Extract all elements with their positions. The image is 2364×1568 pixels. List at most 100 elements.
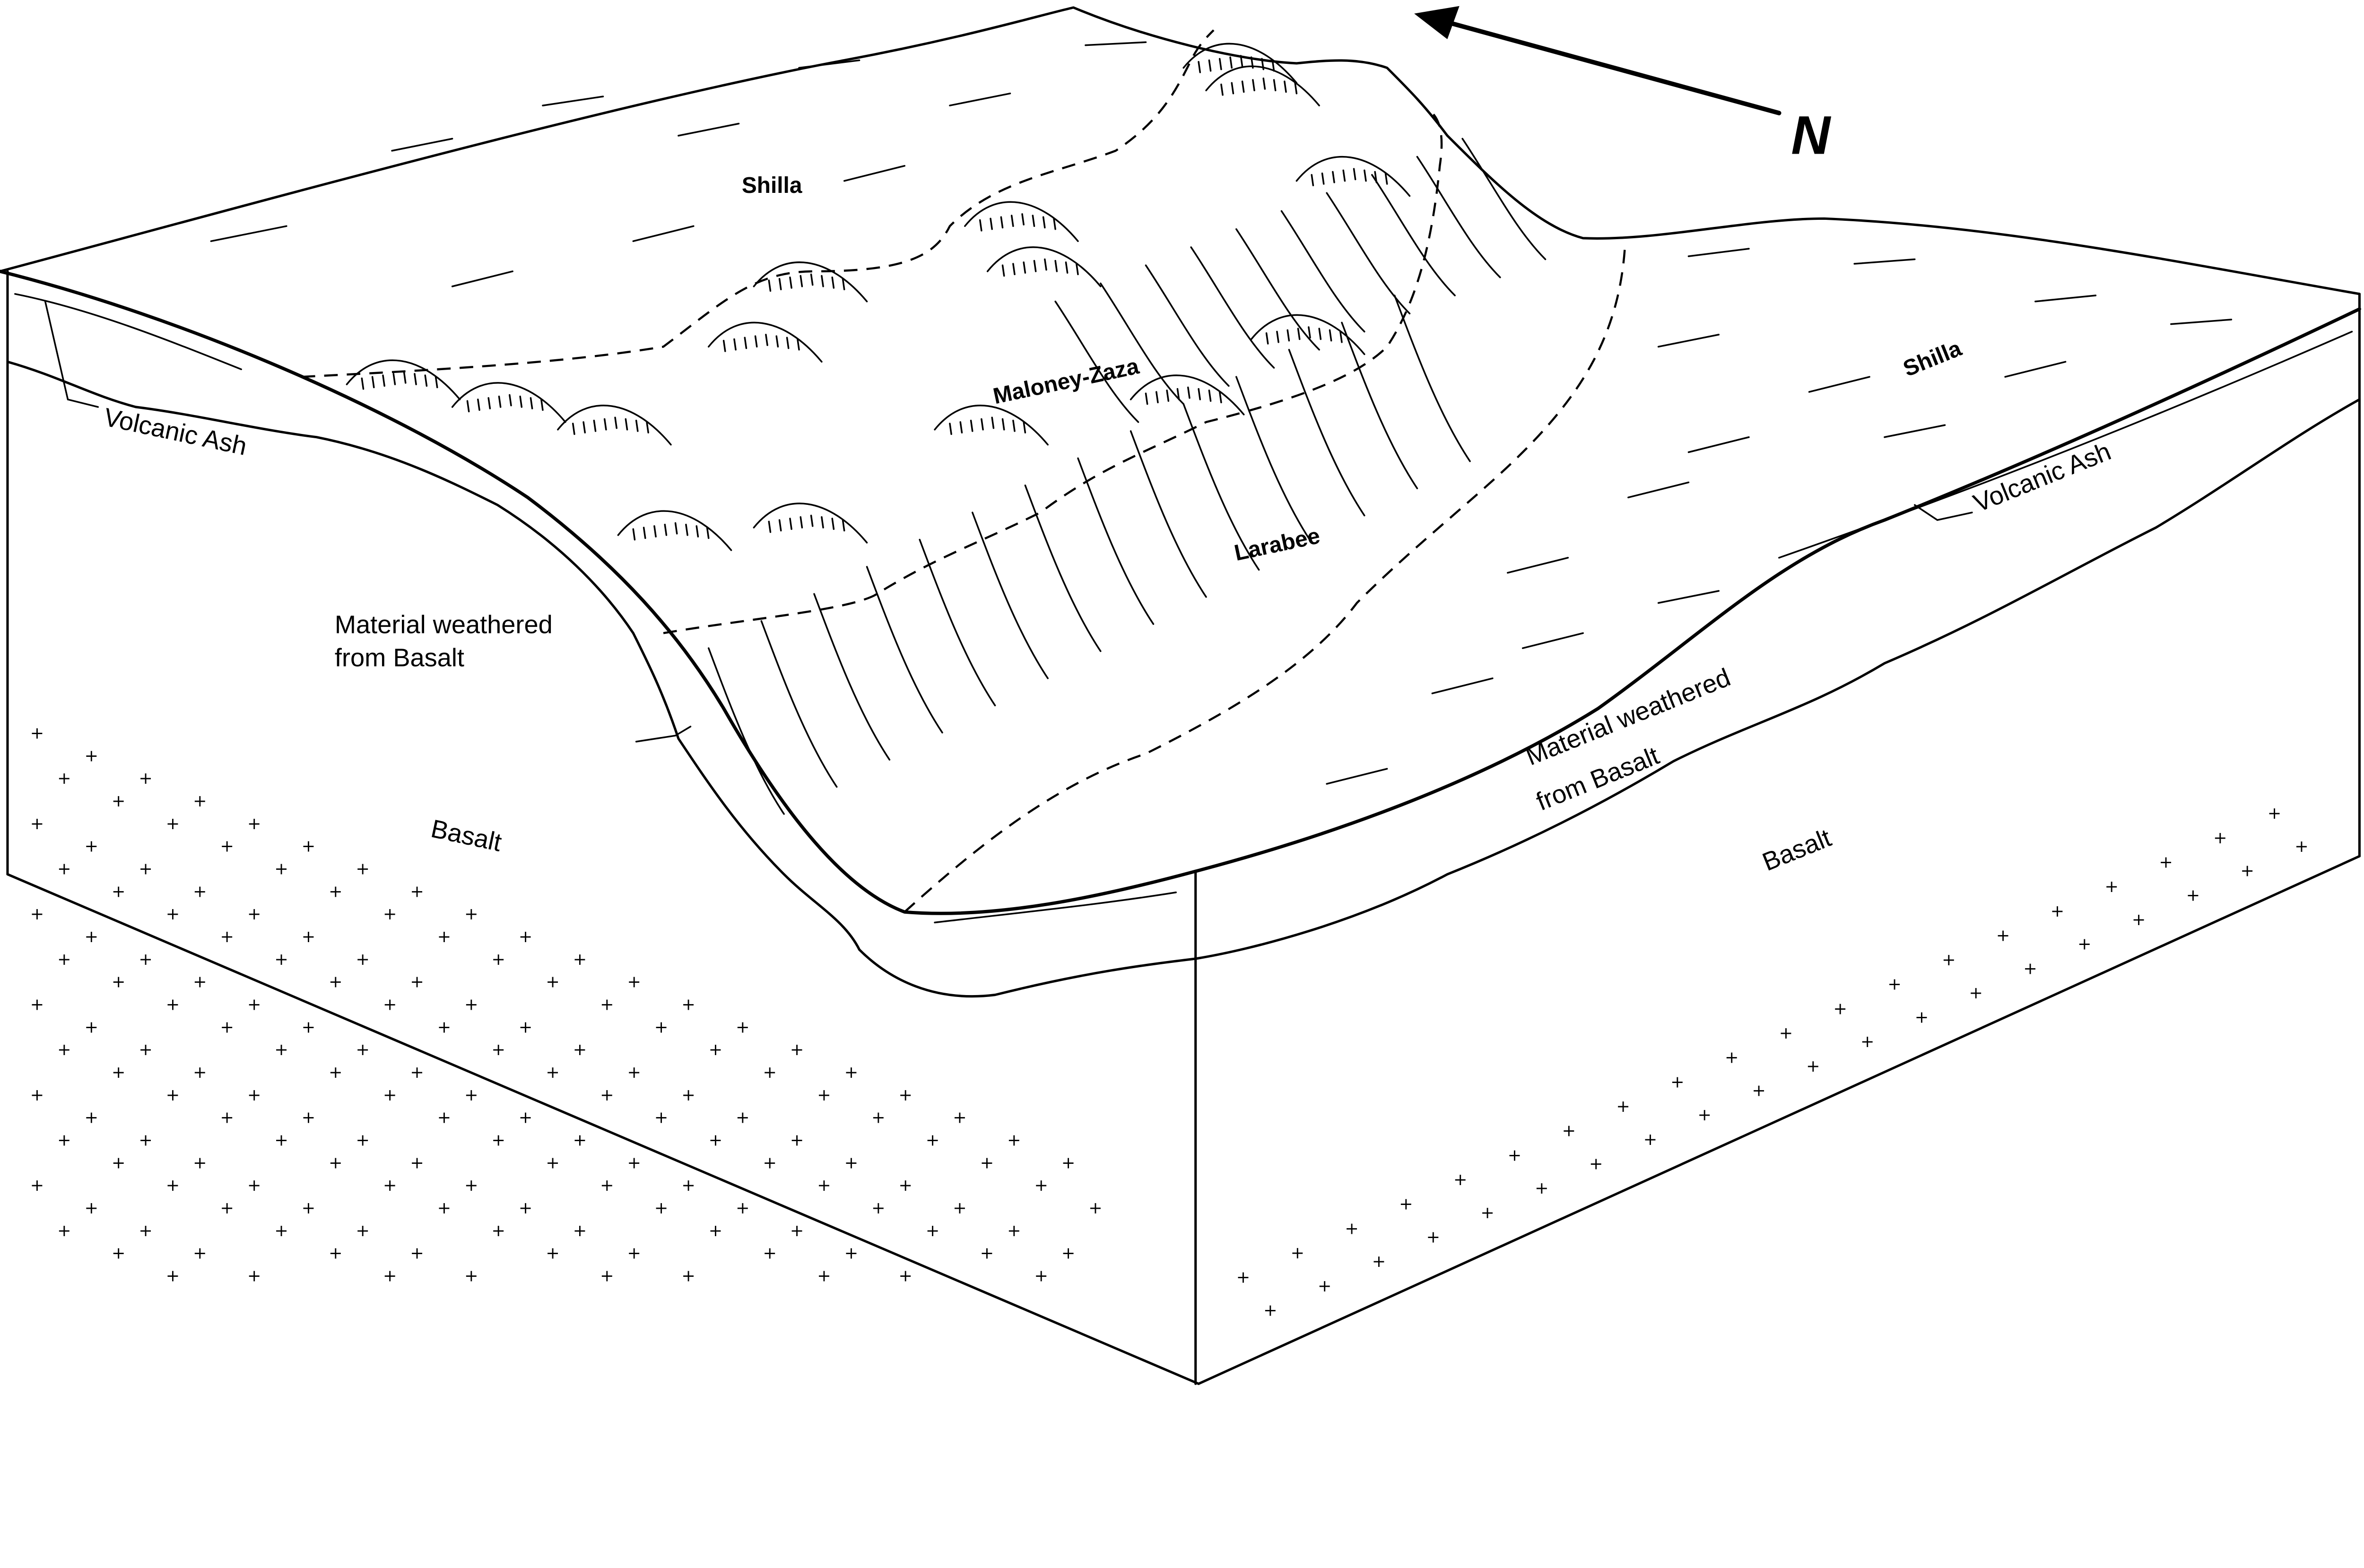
hachure-tick [424,374,428,387]
slope-line [1280,210,1365,333]
hachure-tick [593,419,597,432]
hachure-tick [754,335,758,348]
hachure-tick [1021,213,1025,225]
basalt-plus-mark: + [356,950,370,969]
basalt-plus-mark: + [1725,1048,1738,1067]
contour-mark [1884,424,1946,438]
basalt-plus-mark: + [763,1244,777,1263]
hachure-tick [674,522,678,535]
hachure-tick [800,275,803,287]
contour-mark [542,95,604,106]
basalt-plus-mark: + [1318,1276,1331,1296]
hachure-tick [778,519,782,532]
basalt-plus-mark: + [573,1040,587,1059]
leader-volcanic-ash-right [1913,504,1973,521]
basalt-plus-mark: + [627,1063,641,1082]
basalt-plus-mark: + [790,1040,804,1059]
slope-line [1145,264,1230,387]
hachure-tick [1342,169,1346,182]
basalt-plus-mark: + [274,950,288,969]
hachure-tick [487,397,491,409]
basalt-plus-mark: + [1779,1023,1793,1043]
scarp-hachure-icon [557,405,672,446]
basalt-plus-mark: + [1752,1081,1765,1100]
basalt-plus-mark: + [193,1153,207,1172]
basalt-plus-mark: + [492,1040,505,1059]
basalt-plus-mark: + [193,1063,207,1082]
hachure-tick [1032,215,1035,227]
scarp-hachure-icon [451,382,566,423]
basalt-plus-mark: + [1426,1228,1440,1247]
slope-line [1054,300,1139,423]
slope-line [919,538,996,707]
hachure-tick [979,219,982,232]
hachure-tick [1166,390,1170,402]
hachure-tick [519,395,523,408]
hachure-tick [842,519,845,532]
basalt-plus-mark: + [30,904,44,924]
scarp-hachure-icon [753,261,868,303]
basalt-plus-mark: + [112,1063,125,1082]
hachure-tick [1044,258,1047,271]
hachure-tick [765,334,768,346]
hachure-tick [1012,419,1016,432]
basalt-plus-mark: + [410,1063,424,1082]
basalt-plus-mark: + [492,1221,505,1240]
basalt-plus-mark: + [464,995,478,1014]
basalt-plus-mark: + [220,1198,234,1218]
basalt-plus-mark: + [247,814,261,833]
basalt-plus-mark: + [1480,1203,1494,1222]
hachure-tick [635,419,639,432]
basalt-plus-mark: + [953,1108,966,1127]
basalt-plus-mark: + [817,1266,831,1285]
hachure-tick [1000,216,1004,229]
hachure-tick [1364,169,1367,182]
basalt-plus-mark: + [410,1244,424,1263]
basalt-plus-mark: + [1915,1008,1929,1027]
basalt-plus-mark: + [709,1221,722,1240]
basalt-plus-mark: + [410,882,424,901]
basalt-plus-mark: + [844,1063,858,1082]
hachure-tick [646,421,649,433]
hachure-tick [1001,418,1005,431]
basalt-plus-mark: + [139,1040,152,1059]
slope-line [972,511,1049,679]
basalt-plus-mark: + [1508,1145,1521,1165]
hachure-tick [959,421,963,433]
top-back-edge [0,6,2361,295]
basalt-plus-mark: + [1034,1176,1048,1195]
leader-volcanic-ash-left [44,300,99,408]
scarp-hachure-icon [1205,65,1320,106]
basalt-plus-mark: + [2132,910,2146,929]
basalt-plus-mark: + [926,1130,939,1150]
hachure-tick [1065,261,1069,274]
basalt-plus-mark: + [519,1017,532,1037]
volcanic-ash-label-left: Volcanic Ash [101,403,249,461]
slope-line [1461,138,1547,260]
basalt-plus-mark: + [2023,959,2037,978]
hachure-tick [685,523,688,536]
basalt-plus-mark: + [2051,901,2064,921]
basalt-plus-mark: + [1453,1170,1467,1189]
hachure-tick [1198,388,1201,400]
basalt-plus-mark: + [2241,861,2254,881]
scarp-hachure-icon [964,201,1079,242]
basalt-plus-mark: + [736,1108,749,1127]
hachure-tick [1284,80,1287,93]
hachure-tick [1218,391,1222,404]
basalt-plus-mark: + [1372,1252,1386,1271]
basalt-plus-mark: + [329,1153,342,1172]
basalt-plus-mark: + [709,1040,722,1059]
basalt-plus-mark: + [220,1017,234,1037]
hachure-tick [582,421,586,433]
hachure-tick [540,398,544,411]
basalt-plus-mark: + [681,1266,695,1285]
ash-band-valley [934,891,1177,924]
basalt-plus-mark: + [709,1130,722,1150]
basalt-plus-mark: + [329,972,342,992]
basalt-plus-mark: + [139,1221,152,1240]
basalt-plus-mark: + [247,995,261,1014]
basalt-plus-mark: + [85,1017,98,1037]
basalt-plus-mark: + [1061,1153,1075,1172]
basalt-plus-mark: + [681,995,695,1014]
